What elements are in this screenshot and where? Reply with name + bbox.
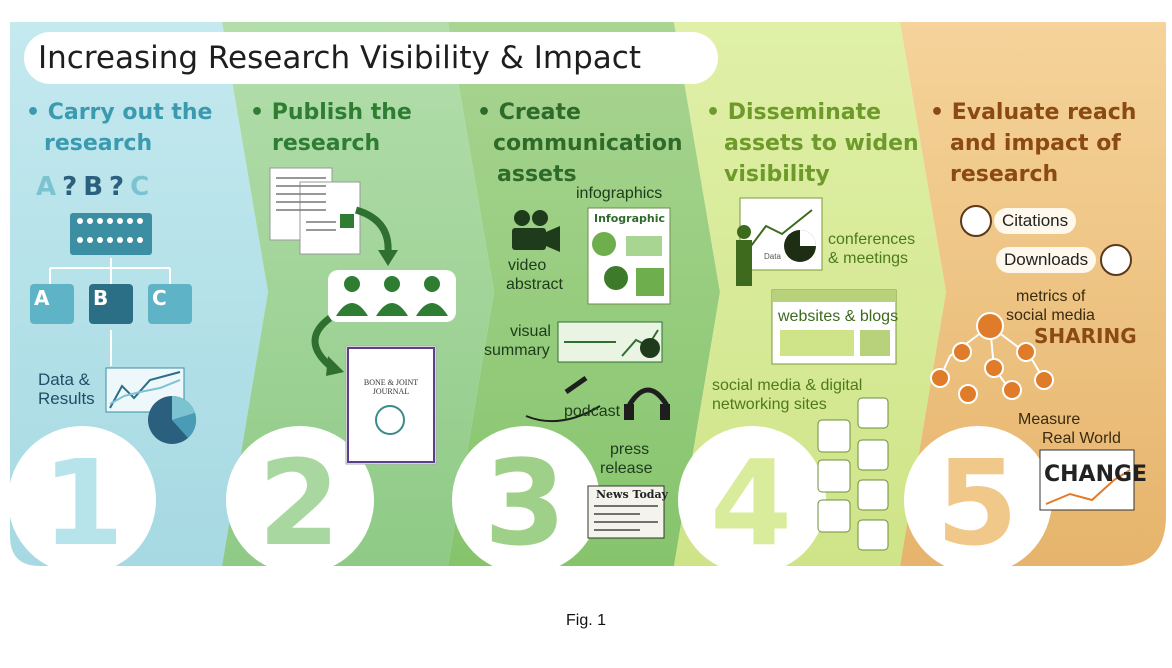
group-b-label: B bbox=[93, 286, 109, 310]
newspaper-icon bbox=[587, 485, 665, 539]
websites-blogs-label: websites & blogs bbox=[778, 308, 899, 325]
sharing-label: SHARING bbox=[1034, 324, 1137, 348]
linkedin-icon bbox=[857, 439, 889, 471]
infographics-label: infographics bbox=[576, 185, 663, 202]
whatsapp-icon bbox=[857, 519, 889, 551]
number-circle-3 bbox=[452, 426, 600, 574]
video-camera-icon bbox=[512, 210, 560, 252]
group-b-icon bbox=[89, 284, 133, 324]
step-5-number: 5 bbox=[936, 434, 1019, 572]
youtube-icon bbox=[817, 499, 851, 533]
manuscript-icon bbox=[269, 167, 361, 255]
downloads-icon bbox=[1100, 244, 1132, 276]
figure-caption: Fig. 1 bbox=[565, 612, 606, 629]
tree-lines bbox=[49, 258, 171, 366]
title-banner bbox=[24, 32, 718, 84]
podcast-icon bbox=[525, 375, 670, 423]
citations-book-icon bbox=[960, 205, 992, 237]
group-c-icon bbox=[148, 284, 192, 324]
step-2-number: 2 bbox=[258, 434, 341, 572]
chart-data-label: Data bbox=[764, 252, 781, 261]
twitter-icon bbox=[817, 419, 851, 453]
website-browser-icon bbox=[771, 289, 897, 365]
infographic-title: Infographic bbox=[594, 212, 665, 225]
peer-reviewers-icon bbox=[328, 270, 456, 322]
flow-arrow-1 bbox=[354, 206, 392, 253]
diagram-title: Increasing Research Visibility & Impact bbox=[38, 40, 641, 76]
step-3-number: 3 bbox=[484, 434, 567, 572]
conferences-label: conferences& meetings bbox=[828, 231, 916, 267]
instagram-icon bbox=[857, 479, 889, 511]
number-circle-2 bbox=[226, 426, 374, 574]
number-circle-4 bbox=[678, 426, 826, 574]
data-results-label: Data &Results bbox=[38, 370, 95, 408]
group-c-label: C bbox=[152, 286, 167, 310]
facebook-icon bbox=[857, 397, 889, 429]
group-a-icon bbox=[30, 284, 74, 324]
researchgate-icon bbox=[817, 459, 851, 493]
researchers-group-icon bbox=[70, 213, 152, 255]
journal-cover bbox=[345, 345, 437, 465]
infographic-poster bbox=[587, 207, 671, 305]
change-label: CHANGE bbox=[1044, 462, 1148, 487]
newspaper-masthead: News Today bbox=[596, 488, 669, 501]
presenter-icon bbox=[736, 197, 823, 286]
step-1-number: 1 bbox=[42, 434, 125, 572]
real-world-change-icon bbox=[1039, 449, 1135, 511]
number-circle-1 bbox=[8, 426, 156, 574]
podcast-label: podcast bbox=[564, 403, 621, 420]
pie-chart-icon bbox=[148, 395, 197, 444]
visual-summary-icon bbox=[557, 321, 663, 363]
citations-label: Citations bbox=[994, 208, 1077, 234]
hypothesis-letters: A?B?C bbox=[36, 172, 156, 202]
step-4-number: 4 bbox=[710, 434, 793, 572]
downloads-label: Downloads bbox=[996, 247, 1097, 273]
group-a-label: A bbox=[34, 286, 50, 310]
number-circle-5 bbox=[904, 426, 1052, 574]
flow-arrow-2 bbox=[311, 315, 333, 369]
